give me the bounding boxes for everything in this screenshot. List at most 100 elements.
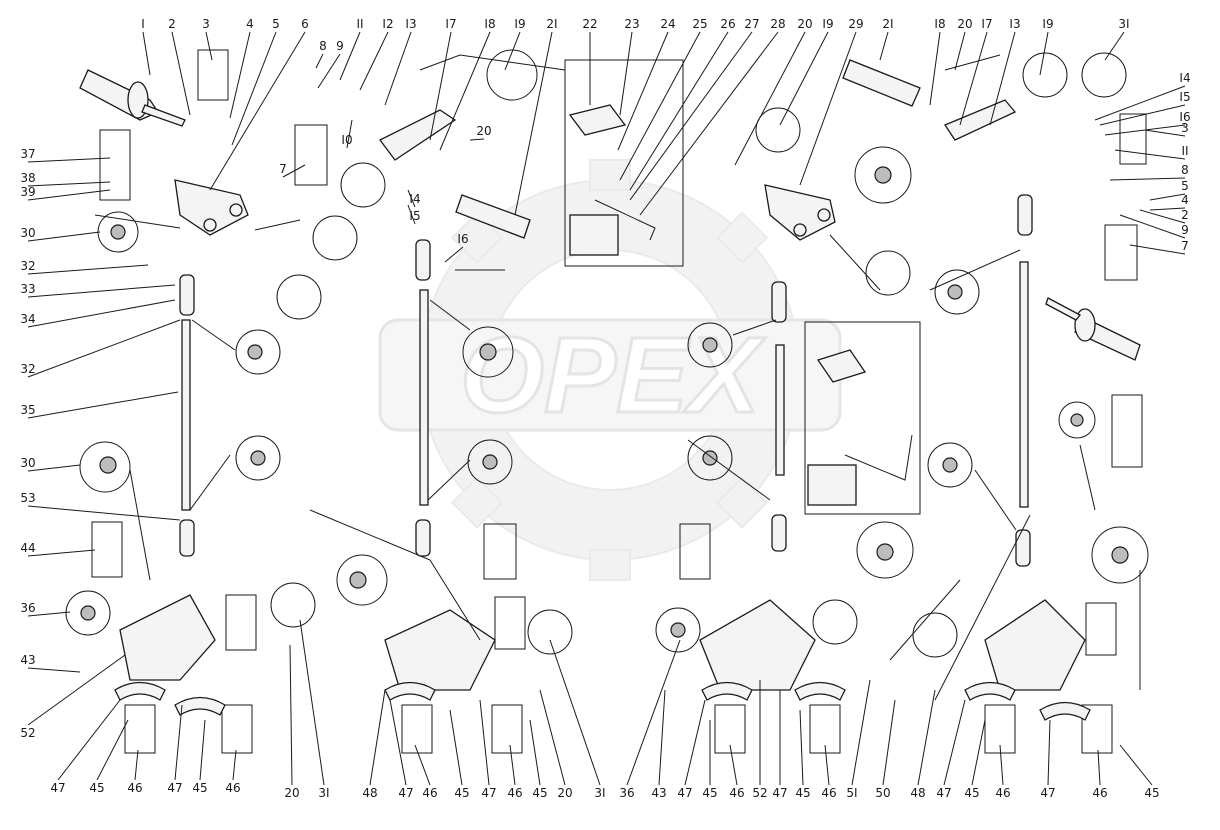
callout-leader <box>27 299 176 328</box>
callout-number: 37 <box>20 147 35 161</box>
callout-number: 52 <box>20 726 35 740</box>
callout-leader <box>799 709 804 786</box>
callout-number: I5 <box>409 209 420 223</box>
callout-leader <box>1094 85 1186 121</box>
callout-leader <box>1149 193 1186 201</box>
callout-number: 3I <box>1118 17 1129 31</box>
callout-number: 45 <box>89 781 104 795</box>
callout-leader <box>959 31 988 126</box>
callout-number: I4 <box>1179 71 1190 85</box>
callout-leader <box>96 719 129 781</box>
callout-leader <box>299 619 325 786</box>
callout-number: 44 <box>20 541 35 555</box>
callout-number: 45 <box>1144 786 1159 800</box>
callout-number: I8 <box>934 17 945 31</box>
callout-leader <box>929 31 941 106</box>
lever-left <box>174 179 249 236</box>
callout-number: 7 <box>1181 239 1189 253</box>
callout-number: 20 <box>557 786 572 800</box>
callout-number: 52 <box>752 786 767 800</box>
callout-number: I4 <box>409 192 420 206</box>
callout-number: 43 <box>651 786 666 800</box>
callout-number: 43 <box>20 653 35 667</box>
callout-leader <box>134 749 139 781</box>
callout-leader <box>1109 177 1186 181</box>
callout-number: 5 <box>1181 179 1189 193</box>
callout-leader <box>504 31 521 71</box>
callout-number: 45 <box>702 786 717 800</box>
callout-number: 34 <box>20 312 35 326</box>
callout-leader <box>629 31 753 201</box>
callout-leader <box>414 744 431 786</box>
callout-leader <box>369 689 386 786</box>
callout-number: 45 <box>532 786 547 800</box>
sleeve-left <box>455 194 531 239</box>
callout-leader <box>479 699 490 786</box>
callout-leader <box>734 31 806 166</box>
callout-leader <box>851 679 871 786</box>
callout-leader <box>27 611 71 617</box>
callout-leader <box>289 644 293 786</box>
callout-number: 6 <box>301 17 309 31</box>
callout-number: 20 <box>284 786 299 800</box>
callout-number: 25 <box>692 17 707 31</box>
callout-number: 48 <box>910 786 925 800</box>
small-part-boxes <box>91 49 1147 754</box>
shaft-left <box>79 69 186 127</box>
callout-leader <box>1047 719 1051 786</box>
callout-leader <box>339 31 361 81</box>
callout-number: 8 <box>1181 163 1189 177</box>
watermark-logo: OPEX <box>378 159 842 581</box>
callout-number: I6 <box>457 232 468 246</box>
callout-leader <box>205 31 213 61</box>
callout-number: 46 <box>1092 786 1107 800</box>
callout-leader <box>879 31 889 61</box>
callout-number: 2I <box>882 17 893 31</box>
callout-number: 53 <box>20 491 35 505</box>
leader-lines <box>94 54 1141 701</box>
callout-leader <box>407 204 416 225</box>
callout-number: 9 <box>336 39 344 53</box>
callout-leader <box>779 31 829 126</box>
callout-number: 32 <box>20 362 35 376</box>
callout-leader <box>529 719 541 786</box>
callout-leader <box>231 31 277 146</box>
callout-number: I9 <box>1042 17 1053 31</box>
callout-leader <box>1104 31 1125 61</box>
callout-number: 45 <box>795 786 810 800</box>
callout-leader <box>346 119 353 149</box>
callout-leader <box>27 264 149 275</box>
callout-leader <box>1149 207 1186 211</box>
callout-number: I9 <box>514 17 525 31</box>
callout-leader <box>315 53 324 69</box>
callout-number: I7 <box>445 17 456 31</box>
callout-leader <box>27 464 81 472</box>
callout-number: 8 <box>319 39 327 53</box>
rod-right <box>1019 261 1029 508</box>
callout-number: 46 <box>821 786 836 800</box>
callout-number: 20 <box>957 17 972 31</box>
callout-number: 45 <box>964 786 979 800</box>
callout-number: I9 <box>822 17 833 31</box>
callout-leader <box>229 31 251 119</box>
callout-leader <box>658 689 666 786</box>
callout-leader <box>27 391 179 419</box>
sleeve-right <box>842 59 921 107</box>
callout-number: 35 <box>20 403 35 417</box>
callout-leader <box>629 31 729 191</box>
callout-number: 4 <box>1181 193 1189 207</box>
callout-number: II <box>1181 144 1188 158</box>
callout-number: 23 <box>624 17 639 31</box>
callout-leader <box>684 699 706 786</box>
callout-leader <box>639 31 779 216</box>
callout-number: 45 <box>192 781 207 795</box>
callout-leader <box>27 231 101 242</box>
callout-leader <box>142 31 151 76</box>
callout-number: 7 <box>279 162 287 176</box>
callout-leader <box>617 31 669 151</box>
parts-drawing <box>65 49 1149 721</box>
callout-number: 5I <box>846 786 857 800</box>
callout-number: II <box>356 17 363 31</box>
